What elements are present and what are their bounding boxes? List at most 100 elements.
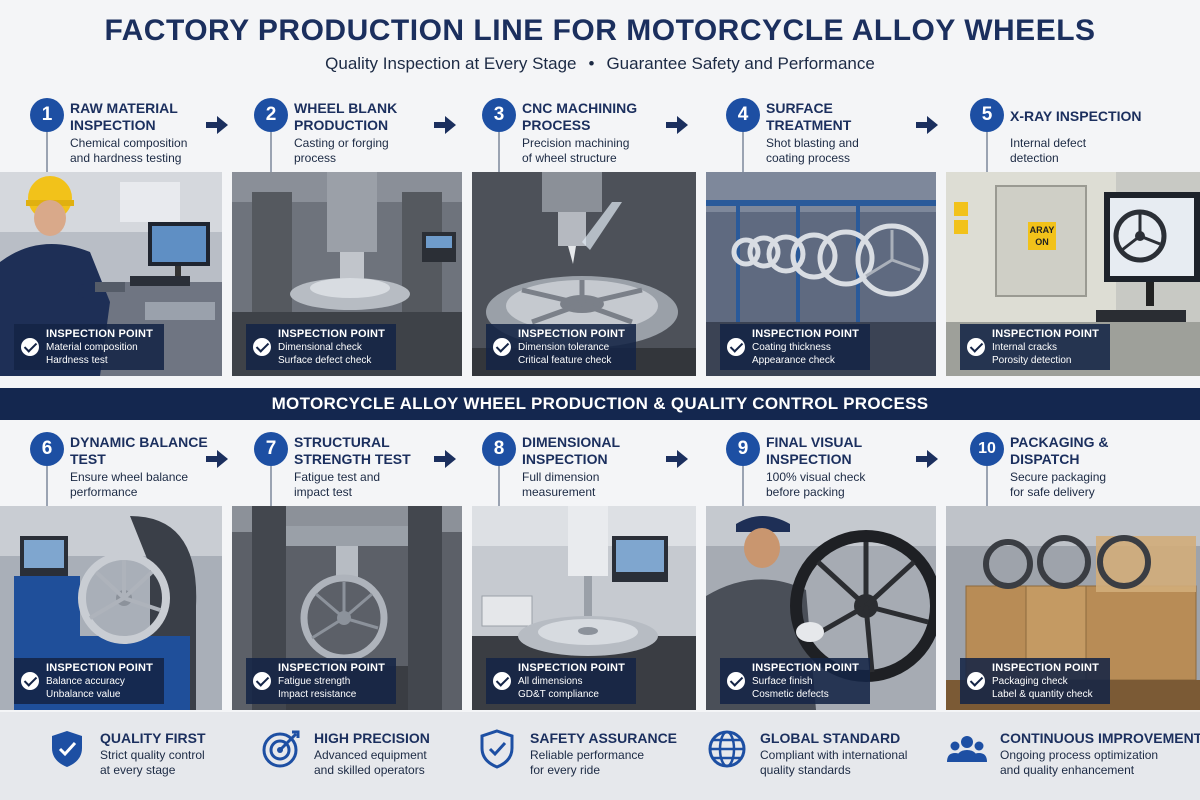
connector-line xyxy=(270,466,272,506)
arrow-right-icon xyxy=(434,116,456,134)
feature-title: QUALITY FIRST xyxy=(100,730,206,746)
step-number: 4 xyxy=(726,98,760,132)
inspection-point-line: Coating thickness xyxy=(752,342,831,353)
step-number: 1 xyxy=(30,98,64,132)
connector-line xyxy=(270,132,272,172)
inspection-point-panel: INSPECTION POINT Packaging check Label &… xyxy=(960,658,1110,704)
arrow-right-icon xyxy=(206,116,228,134)
photo-wheel-blank: INSPECTION POINT Dimensional check Surfa… xyxy=(232,172,462,376)
row1-photos: INSPECTION POINT Material composition Ha… xyxy=(0,172,1200,376)
subtitle-separator: • xyxy=(588,54,595,73)
inspection-point-heading: INSPECTION POINT xyxy=(752,662,860,674)
globe-icon xyxy=(708,730,746,768)
inspection-point-line: Surface defect check xyxy=(278,355,372,366)
inspection-point-panel: INSPECTION POINT Coating thickness Appea… xyxy=(720,324,870,370)
check-icon xyxy=(727,338,745,356)
inspection-point-heading: INSPECTION POINT xyxy=(992,328,1100,340)
photo-cnc-machining: INSPECTION POINT Dimension tolerance Cri… xyxy=(472,172,696,376)
step-title: X-RAY INSPECTION xyxy=(1010,108,1142,124)
inspection-point-panel: INSPECTION POINT Internal cracks Porosit… xyxy=(960,324,1110,370)
feature-title: GLOBAL STANDARD xyxy=(760,730,901,746)
check-icon xyxy=(727,672,745,690)
inspection-point-line: Porosity detection xyxy=(992,355,1072,366)
photo-structural-strength: INSPECTION POINT Fatigue strength Impact… xyxy=(232,506,462,710)
connector-line xyxy=(742,132,744,172)
check-icon xyxy=(493,672,511,690)
connector-line xyxy=(46,132,48,172)
photo-packaging: INSPECTION POINT Packaging check Label &… xyxy=(946,506,1200,710)
arrow-right-icon xyxy=(434,450,456,468)
shield-check-icon xyxy=(52,731,82,767)
page-title: FACTORY PRODUCTION LINE FOR MOTORCYCLE A… xyxy=(104,14,1096,47)
inspection-point-line: Critical feature check xyxy=(518,355,612,366)
arrow-right-icon xyxy=(206,450,228,468)
inspection-point-panel: INSPECTION POINT Material composition Ha… xyxy=(14,324,164,370)
step-number: 6 xyxy=(30,432,64,466)
check-icon xyxy=(253,672,271,690)
feature-title: SAFETY ASSURANCE xyxy=(530,730,678,746)
check-icon xyxy=(21,672,39,690)
subtitle-right: Guarantee Safety and Performance xyxy=(606,54,875,73)
page-subtitle: Quality Inspection at Every Stage • Guaran… xyxy=(0,54,1200,74)
inspection-point-heading: INSPECTION POINT xyxy=(46,662,154,674)
inspection-point-line: Dimensional check xyxy=(278,342,362,353)
step-number: 5 xyxy=(970,98,1004,132)
connector-line xyxy=(986,466,988,506)
step-number: 3 xyxy=(482,98,516,132)
feature-title: CONTINUOUS IMPROVEMENT xyxy=(1000,730,1200,746)
photo-final-visual: INSPECTION POINT Surface finish Cosmetic… xyxy=(706,506,936,710)
inspection-point-line: Packaging check xyxy=(992,676,1068,687)
inspection-point-line: Dimension tolerance xyxy=(518,342,610,353)
row2-photos: INSPECTION POINT Balance accuracy Unbala… xyxy=(0,506,1200,710)
photo-raw-material: INSPECTION POINT Material composition Ha… xyxy=(0,172,222,376)
process-banner: MOTORCYCLE ALLOY WHEEL PRODUCTION & QUAL… xyxy=(0,388,1200,420)
inspection-point-line: Impact resistance xyxy=(278,689,357,700)
inspection-point-line: Unbalance value xyxy=(46,689,121,700)
inspection-point-line: Surface finish xyxy=(752,676,813,687)
check-icon xyxy=(493,338,511,356)
inspection-point-panel: INSPECTION POINT Balance accuracy Unbala… xyxy=(14,658,164,704)
photo-dynamic-balance: INSPECTION POINT Balance accuracy Unbala… xyxy=(0,506,222,710)
inspection-point-line: Label & quantity check xyxy=(992,689,1093,700)
step-title: PACKAGING &DISPATCH xyxy=(1010,434,1109,467)
check-icon xyxy=(967,338,985,356)
target-icon xyxy=(262,730,300,768)
subtitle-left: Quality Inspection at Every Stage xyxy=(325,54,577,73)
inspection-point-line: Material composition xyxy=(46,342,138,353)
connector-line xyxy=(498,466,500,506)
arrow-right-icon xyxy=(916,116,938,134)
arrow-right-icon xyxy=(666,450,688,468)
inspection-point-line: Appearance check xyxy=(752,355,835,366)
inspection-point-heading: INSPECTION POINT xyxy=(518,662,626,674)
inspection-point-heading: INSPECTION POINT xyxy=(278,662,386,674)
check-icon xyxy=(21,338,39,356)
inspection-point-line: GD&T compliance xyxy=(518,689,599,700)
inspection-point-line: Hardness test xyxy=(46,355,108,366)
shield-check-icon xyxy=(480,729,514,769)
arrow-right-icon xyxy=(666,116,688,134)
step-number: 2 xyxy=(254,98,288,132)
connector-line xyxy=(498,132,500,172)
inspection-point-panel: INSPECTION POINT Dimension tolerance Cri… xyxy=(486,324,636,370)
